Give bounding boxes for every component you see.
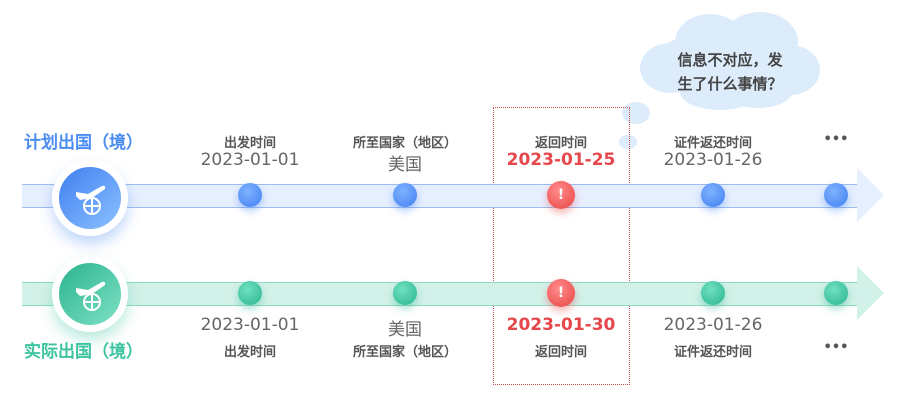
actual-value: 2023-01-01 bbox=[200, 315, 300, 335]
actual-value: 美国 bbox=[388, 320, 422, 340]
planned-label: 出发时间 bbox=[223, 136, 276, 151]
plane-globe-icon bbox=[52, 256, 128, 332]
planned-value: 2023-01-25 bbox=[506, 150, 616, 170]
warning-icon: ! bbox=[547, 181, 575, 209]
actual-label: 所至国家（地区） bbox=[352, 345, 457, 360]
planned-value: 2023-01-26 bbox=[663, 150, 763, 170]
planned-arrow-head bbox=[857, 168, 884, 222]
warning-symbol: ! bbox=[557, 285, 565, 301]
planned-timeline-dot bbox=[824, 183, 848, 207]
bubble-line: 信息不对应，发 bbox=[677, 51, 783, 69]
actual-timeline-dot bbox=[701, 281, 725, 305]
planned-label: ••• bbox=[823, 132, 849, 147]
plane-globe-icon bbox=[52, 160, 128, 236]
actual-timeline-dot bbox=[824, 281, 848, 305]
actual-timeline-dot bbox=[393, 281, 417, 305]
thought-bubble bbox=[619, 12, 820, 149]
warning-symbol: ! bbox=[557, 187, 565, 203]
actual-label: 出发时间 bbox=[223, 345, 276, 360]
actual-timeline-dot bbox=[238, 281, 262, 305]
warning-icon: ! bbox=[547, 279, 575, 307]
planned-label: 返回时间 bbox=[534, 136, 587, 151]
actual-label: 返回时间 bbox=[534, 345, 587, 360]
planned-value: 2023-01-01 bbox=[200, 150, 300, 170]
planned-timeline-dot bbox=[238, 183, 262, 207]
mismatch-highlight-box bbox=[493, 107, 630, 385]
actual-arrow-head bbox=[857, 266, 884, 320]
actual-title: 实际出国（境） bbox=[24, 342, 143, 362]
planned-timeline-dot bbox=[393, 183, 417, 207]
actual-label: ••• bbox=[823, 340, 849, 355]
planned-label: 证件返还时间 bbox=[673, 136, 752, 151]
planned-timeline-dot bbox=[701, 183, 725, 207]
planned-track bbox=[22, 184, 857, 208]
bubble-line: 生了什么事情？ bbox=[677, 75, 783, 93]
planned-title: 计划出国（境） bbox=[24, 133, 143, 153]
actual-value: 2023-01-26 bbox=[663, 315, 763, 335]
bubble-text: 信息不对应，发 生了什么事情？ bbox=[660, 48, 800, 96]
planned-value: 美国 bbox=[388, 155, 422, 175]
actual-value: 2023-01-30 bbox=[506, 315, 616, 335]
planned-label: 所至国家（地区） bbox=[352, 136, 457, 151]
actual-track bbox=[22, 282, 857, 306]
actual-label: 证件返还时间 bbox=[673, 345, 752, 360]
